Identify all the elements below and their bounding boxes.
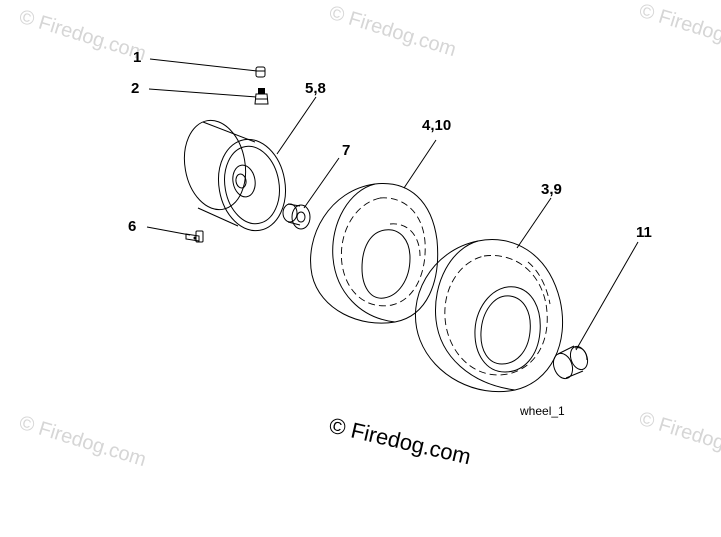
faint-watermarks: © Firedog.com © Firedog.com © Firedog.co… [17, 0, 721, 471]
bolt [185, 230, 204, 243]
callout-6: 6 [128, 218, 136, 235]
callout-7: 7 [342, 142, 350, 159]
callout-3-9: 3,9 [541, 181, 562, 198]
end-cap [552, 345, 589, 380]
watermark-faint-bottom-left: © Firedog.com [17, 412, 149, 471]
tire-rear [415, 239, 564, 393]
callout-2: 2 [131, 80, 139, 97]
leader-3-9 [516, 197, 552, 249]
leader-6 [146, 226, 191, 236]
tire-front [310, 183, 439, 324]
bushing [282, 203, 311, 230]
wheel-rim [183, 119, 286, 232]
watermark-faint-top-left: © Firedog.com [17, 6, 149, 65]
watermark-center: © Firedog.com [327, 413, 474, 470]
leader-11 [575, 241, 639, 351]
leader-1 [149, 58, 258, 72]
leader-lines [146, 58, 639, 351]
leader-5-8 [276, 96, 317, 155]
leader-4-10 [403, 139, 437, 189]
watermark-faint-bottom-right: © Firedog.com [637, 408, 721, 467]
watermark-faint-top-center: © Firedog.com [327, 2, 459, 61]
leader-2 [148, 88, 257, 98]
watermark-faint-top-right: © Firedog.com [637, 0, 721, 59]
callout-labels: 1 2 5,8 7 4,10 3,9 6 11 [128, 49, 652, 241]
diagram-caption: wheel_1 [519, 404, 565, 418]
callout-4-10: 4,10 [422, 117, 451, 134]
leader-7 [303, 157, 340, 209]
callout-11: 11 [636, 224, 652, 241]
valve-cap [255, 66, 266, 78]
valve-stem [254, 88, 269, 105]
callout-5-8: 5,8 [305, 80, 326, 97]
callout-1: 1 [133, 49, 141, 66]
